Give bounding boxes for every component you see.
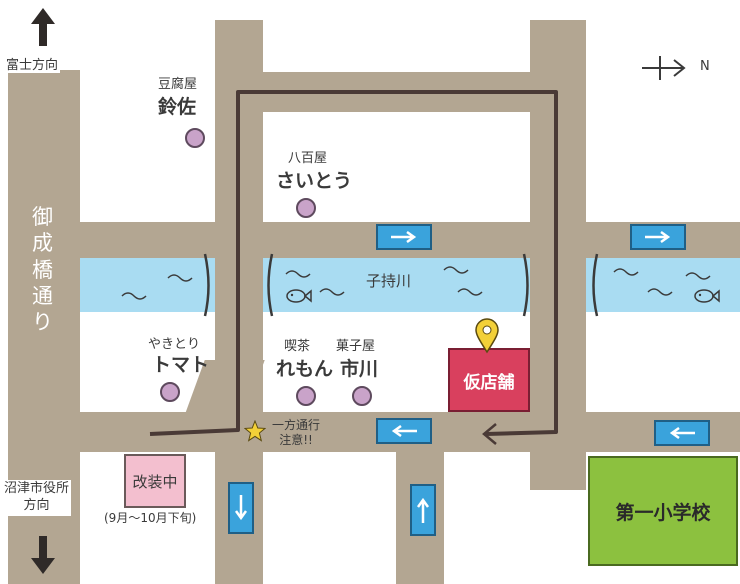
shop-veg-type: 八百屋 [288,151,328,166]
north-label: N [700,59,710,74]
shop-tofu-marker [185,128,205,148]
street-name-onari-bashi: 御 成 橋 通 り [32,205,53,334]
shop-cafe-marker [296,386,316,406]
shop-cafe-type: 喫茶 [284,339,311,354]
oneway-sign-north [410,484,436,536]
construction-period: (9月〜10月下旬) [104,511,197,525]
construction-title: 改装中 [132,472,178,491]
shop-sweets-name: 市川 [340,358,379,380]
shop-yakitori-type: やきとり [148,337,201,352]
oneway-sign-west [376,418,432,444]
fish-icon [286,289,312,303]
down-arrow-icon [234,495,248,521]
up-arrow-icon [416,497,430,523]
oneway-sign-east [376,224,432,250]
up-arrow-icon [31,8,55,46]
school-box: 第一小学校 [588,456,738,566]
shop-cafe-name: れもん [276,358,334,380]
shop-yakitori-marker [160,382,180,402]
direction-fuji-label: 富士方向 [4,58,61,73]
left-arrow-icon [669,426,695,440]
right-arrow-icon [645,230,671,244]
fish-icon [694,289,720,303]
direction-numazu-label: 沼津市役所 方向 [2,480,72,516]
star-icon [244,420,266,442]
shop-sweets-marker [352,386,372,406]
river-name-label: 子持川 [366,272,412,290]
map-pin-icon [475,318,499,354]
oneway-sign-west-right [654,420,710,446]
shop-veg-marker [296,198,316,218]
shop-tofu-type: 豆腐屋 [158,77,198,92]
oneway-sign-south [228,482,254,534]
shop-yakitori-name: トマト [152,354,210,376]
oneway-note: 一方通行 注意!! [272,418,321,447]
down-arrow-icon [31,536,55,574]
north-arrow-icon [642,56,686,80]
left-arrow-icon [391,424,417,438]
temp-store-label: 仮店舗 [463,372,515,393]
shop-veg-name: さいとう [276,170,353,192]
oneway-sign-east-right [630,224,686,250]
shop-sweets-type: 菓子屋 [336,339,376,354]
right-arrow-icon [391,230,417,244]
river-komochi-gawa [80,258,740,312]
temp-store-box: 仮店舗 [448,348,530,412]
shop-tofu-name: 鈴佐 [158,96,197,118]
school-label: 第一小学校 [615,501,711,524]
construction-box: 改装中 [124,454,186,508]
